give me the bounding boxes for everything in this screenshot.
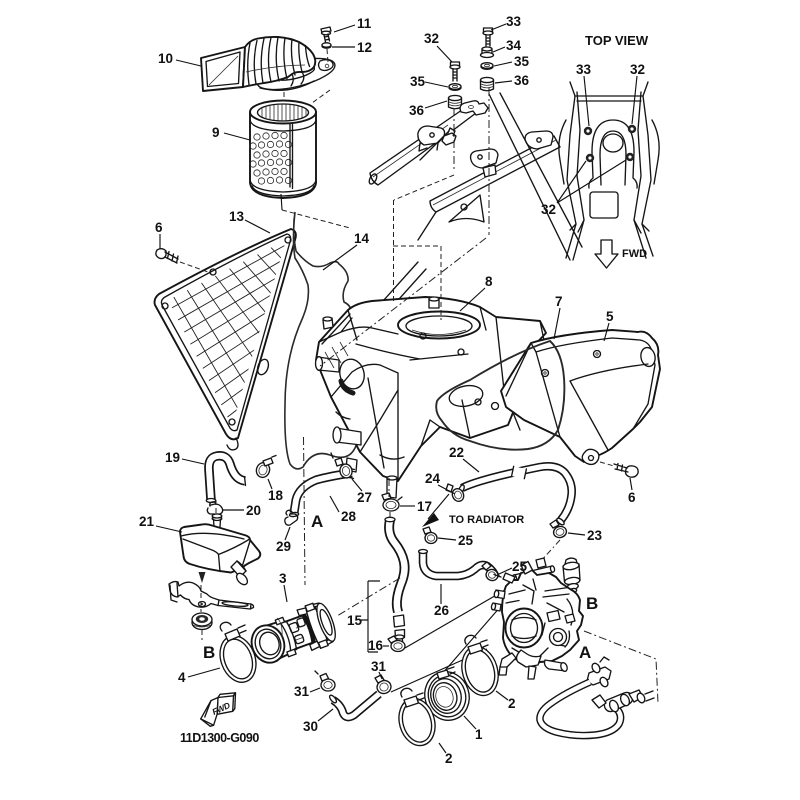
- svg-text:3: 3: [279, 571, 287, 586]
- svg-text:32: 32: [424, 31, 439, 46]
- svg-text:30: 30: [303, 719, 318, 734]
- svg-text:B: B: [586, 594, 598, 613]
- svg-text:11: 11: [357, 16, 372, 31]
- svg-text:26: 26: [434, 603, 450, 618]
- svg-text:33: 33: [506, 14, 522, 29]
- svg-text:1: 1: [475, 727, 483, 742]
- svg-text:5: 5: [606, 309, 614, 324]
- svg-text:TO RADIATOR: TO RADIATOR: [449, 514, 524, 526]
- svg-text:18: 18: [268, 488, 284, 503]
- svg-text:36: 36: [409, 103, 425, 118]
- svg-text:25: 25: [458, 533, 474, 548]
- svg-text:6: 6: [155, 220, 163, 235]
- svg-text:10: 10: [158, 51, 173, 66]
- svg-text:TOP VIEW: TOP VIEW: [585, 33, 649, 48]
- svg-text:31: 31: [371, 659, 387, 674]
- svg-text:8: 8: [485, 274, 493, 289]
- svg-text:7: 7: [555, 294, 563, 309]
- svg-text:25: 25: [512, 559, 528, 574]
- svg-text:35: 35: [514, 54, 530, 69]
- svg-text:20: 20: [246, 503, 261, 518]
- svg-text:32: 32: [630, 62, 645, 77]
- svg-text:32: 32: [541, 202, 556, 217]
- svg-text:21: 21: [139, 514, 155, 529]
- svg-text:6: 6: [628, 490, 636, 505]
- svg-text:34: 34: [506, 38, 522, 53]
- svg-text:24: 24: [425, 471, 441, 486]
- svg-text:B: B: [203, 643, 215, 662]
- svg-text:11D1300-G090: 11D1300-G090: [180, 731, 259, 745]
- svg-text:15: 15: [347, 613, 363, 628]
- svg-text:36: 36: [514, 73, 530, 88]
- svg-text:22: 22: [449, 445, 464, 460]
- svg-text:29: 29: [276, 539, 291, 554]
- svg-text:23: 23: [587, 528, 603, 543]
- svg-text:17: 17: [417, 499, 432, 514]
- svg-text:28: 28: [341, 509, 357, 524]
- svg-text:12: 12: [357, 40, 372, 55]
- svg-text:27: 27: [357, 490, 372, 505]
- svg-text:35: 35: [410, 74, 426, 89]
- svg-text:2: 2: [445, 751, 453, 766]
- svg-text:16: 16: [368, 638, 384, 653]
- svg-text:13: 13: [229, 209, 245, 224]
- svg-text:4: 4: [178, 670, 186, 685]
- svg-text:A: A: [311, 512, 323, 531]
- svg-text:FWD: FWD: [622, 248, 647, 260]
- svg-text:31: 31: [294, 684, 310, 699]
- svg-text:A: A: [579, 643, 591, 662]
- svg-text:33: 33: [576, 62, 592, 77]
- svg-text:9: 9: [212, 125, 220, 140]
- svg-text:14: 14: [354, 231, 370, 246]
- svg-text:19: 19: [165, 450, 180, 465]
- svg-text:2: 2: [508, 696, 516, 711]
